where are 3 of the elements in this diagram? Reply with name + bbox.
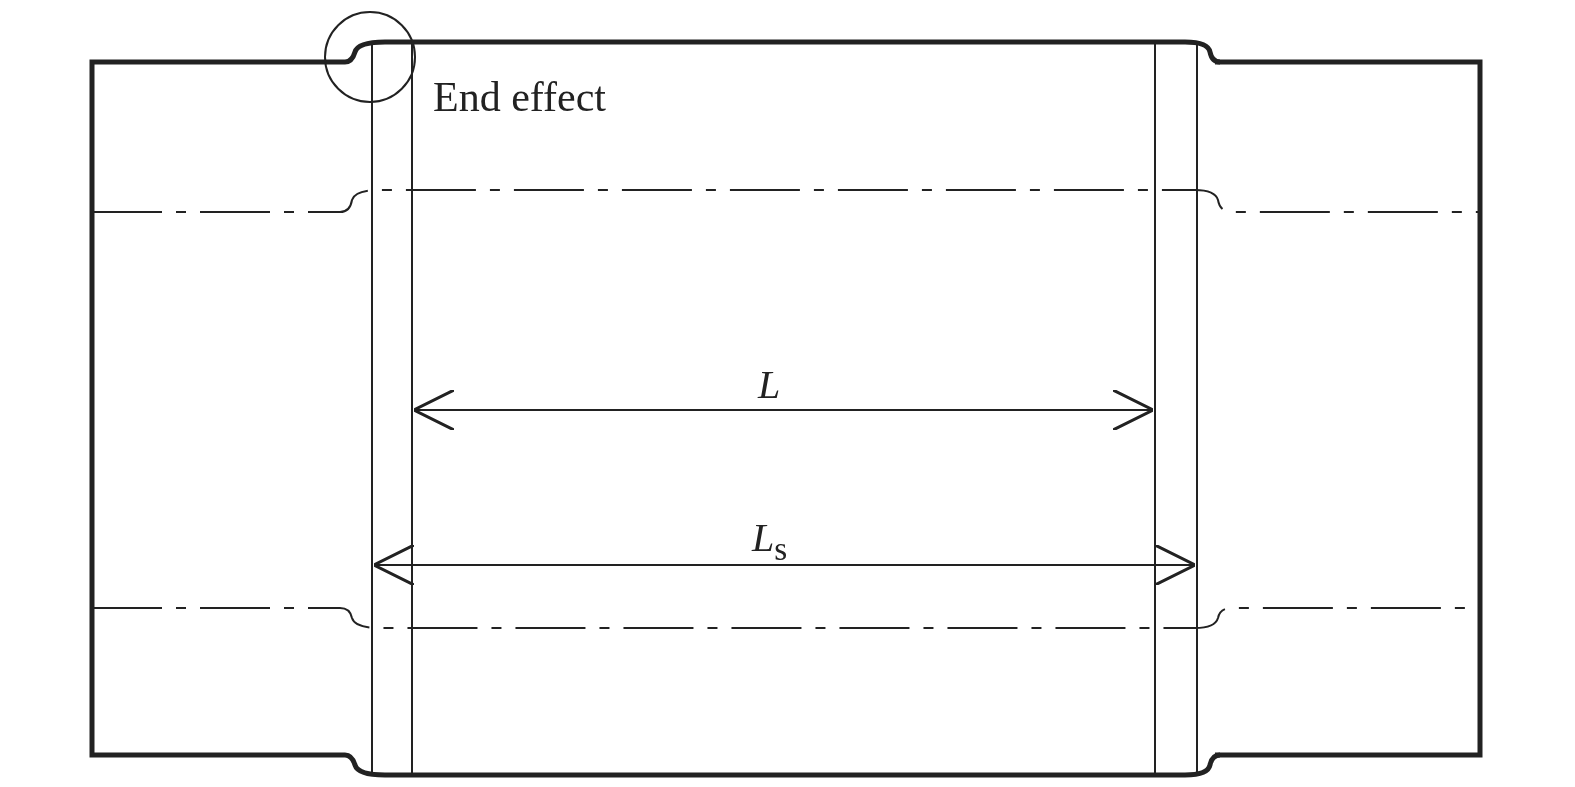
callout-label: End effect bbox=[433, 76, 606, 118]
dimension-label: L bbox=[758, 365, 781, 405]
dimension-label: L$_{s}$ bbox=[752, 518, 788, 566]
